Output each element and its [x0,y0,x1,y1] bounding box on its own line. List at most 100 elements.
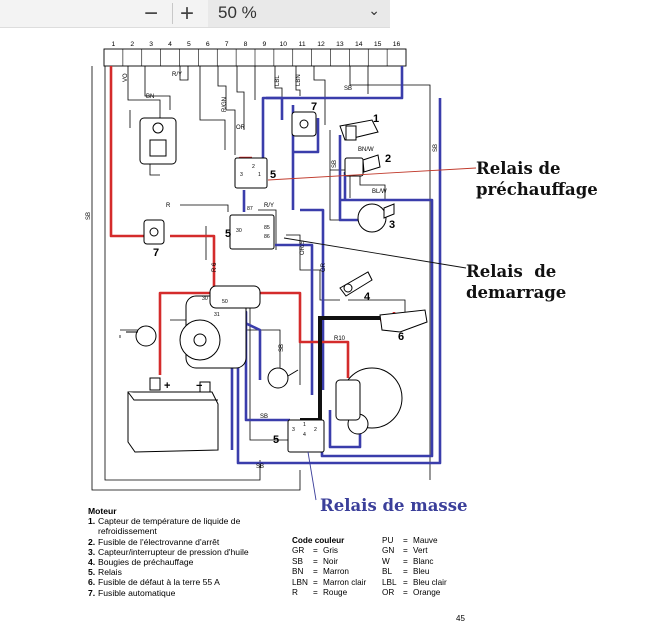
wire-labels: VO BN R/Y R/GN LBL LBN OR SB SB SB SB BN… [86,72,439,470]
component-number-1: 1 [373,113,379,125]
svg-text:2: 2 [252,164,255,170]
chevron-down-icon: ⌄ [368,2,380,18]
svg-text:−: − [196,380,202,392]
connector-terminal-8: 8 [244,41,248,48]
svg-text:2: 2 [314,427,317,433]
annotation-pointers [267,167,477,501]
connector-terminal-4: 4 [168,41,172,48]
zoom-in-button[interactable]: + [173,0,201,27]
black-thin-wires [91,66,431,491]
wire-label-bnw: BN/W [358,147,374,153]
component-number-7a: 7 [153,247,159,259]
color-code-row: OR=Orange [382,588,441,598]
wire-label-bn: BN [146,94,154,100]
color-code-row: LBN=Marron clair [292,577,367,587]
relay-start [229,214,275,250]
component-number-3: 3 [389,219,395,231]
svg-text:86: 86 [264,234,270,240]
svg-text:30: 30 [236,228,242,234]
wire-label-sb-top: SB [344,86,352,92]
stop-solenoid-fuse [344,154,381,177]
color-code-row: GR=Gris [292,546,339,556]
wire-label-sb-starter: SB [279,344,285,352]
wire-label-sb-relay: SB [260,414,268,420]
color-code-row: BN=Marron [292,567,349,577]
zoom-out-button[interactable]: − [137,0,165,27]
wire-label-lbn: LBN [296,74,302,86]
connector-terminal-9: 9 [263,41,267,48]
legend-item: 5.Relais [88,567,122,578]
starter-motor [179,285,261,369]
wire-label-r6: R 6 [212,262,218,272]
svg-text:1: 1 [258,172,261,178]
preheat-plug-left [126,325,157,347]
color-code-row: SB=Noir [292,556,339,566]
wire-label-or: OR [236,125,246,131]
color-code-title: Code couleur [292,536,345,545]
wire-label-ors: OR/S [300,240,306,255]
glow-plug [339,271,373,297]
wire-label-r10: R10 [334,336,346,342]
connector-terminal-5: 5 [187,41,191,48]
connector-terminal-12: 12 [317,41,325,48]
annotation-ground-relay: Relais de masse [320,496,468,515]
svg-text:85: 85 [264,225,270,231]
connector-terminal-1: 1 [112,41,116,48]
legend-item: 7.Fusible automatique [88,587,176,598]
legend-title: Moteur [88,506,117,516]
component-number-5b: 5 [225,228,231,240]
relay-preheat [234,157,268,189]
wire-label-ry-top: R/Y [172,72,182,78]
wire-label-gr: GR [321,262,327,272]
svg-text:+: + [164,380,170,392]
svg-text:50: 50 [222,299,228,305]
component-numbers: 1 2 3 4 5 5 5 6 7 7 [153,101,404,446]
connector-terminal-13: 13 [336,41,344,48]
pin-labels: 3 1 2 87 30 85 86 30 50 31 3 2 1 4 + − [164,164,317,438]
color-code-row: LBL=Bleu clair [382,577,447,587]
toolbar-divider [172,3,173,24]
stop-valve-switch [139,117,177,165]
legend-item: 6.Fusible de défaut à la terre 55 A [88,577,220,588]
component-number-2: 2 [385,153,391,165]
legend-item: refroidissement [98,526,157,537]
zoom-level-select[interactable]: 50 % ⌄ [208,0,390,27]
wire-label-r: R [166,203,171,209]
alternator [335,367,403,435]
connector-terminal-10: 10 [280,41,288,48]
color-code-row: BL=Bleu [382,567,430,577]
fuse-automatic-top [291,111,317,137]
connector-terminal-16: 16 [393,41,401,48]
legend-item: 1.Capteur de température de liquide de [88,516,241,527]
fuse-automatic-left [143,219,165,245]
connector-terminal-15: 15 [374,41,382,48]
component-number-5c: 5 [273,434,279,446]
components-legend: Moteur 1.Capteur de température de liqui… [88,506,278,598]
wire-label-sb-right: SB [433,144,439,152]
svg-text:31: 31 [214,312,220,318]
color-code-row: GN=Vert [382,546,428,556]
connector-terminal-2: 2 [130,41,134,48]
connector-terminal-7: 7 [225,41,229,48]
earth-fault-fuse [379,309,428,333]
component-number-5a: 5 [270,169,276,181]
color-code-row: R=Rouge [292,588,348,598]
component-number-7b: 7 [311,101,317,113]
component-number-4: 4 [364,291,371,303]
zoom-level-value: 50 % [218,3,257,22]
plus-icon: + [179,0,194,27]
legend-item: 3.Capteur/interrupteur de pression d'hui… [88,546,249,557]
wire-label-sb-left: SB [86,212,92,220]
wire-label-lbl: LBL [275,75,281,86]
svg-text:1: 1 [303,422,306,428]
wire-label-sb-mid: SB [332,160,338,168]
legend-item: 4.Bougies de préchauffage [88,557,194,568]
wire-label-sb-bottom: SB [256,464,264,470]
legend-item: 2.Fusible de l'électrovanne d'arrêt [88,536,220,547]
